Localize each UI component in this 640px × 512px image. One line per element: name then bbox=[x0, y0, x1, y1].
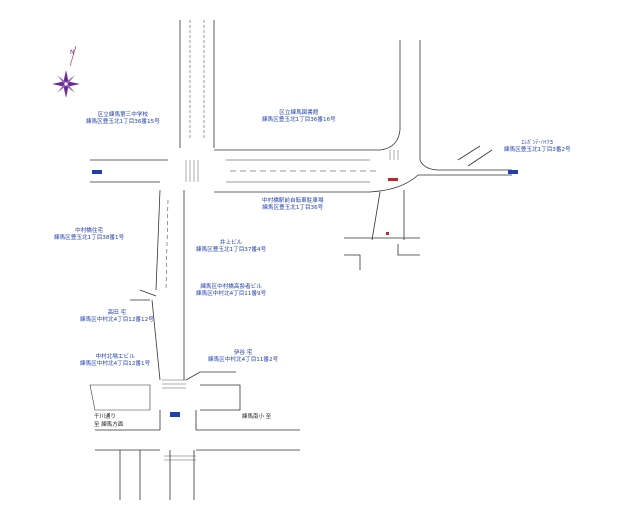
label-library: 区立練馬図書館練馬区豊玉北1丁目36番16号 bbox=[262, 110, 336, 123]
marker-station bbox=[388, 178, 398, 181]
marker-group bbox=[386, 178, 398, 235]
label-itani-house: 伊谷 宅練馬区中村北4丁目11番2号 bbox=[208, 350, 279, 363]
label-elderly-building: 練馬区中村橋高齢者ビル練馬区中村北4丁目11番9号 bbox=[196, 284, 267, 297]
north-label: N bbox=[70, 49, 75, 56]
label-inoue-building: 井上ビル練馬区豊玉北1丁目37番4号 bbox=[196, 240, 267, 253]
label-takada-house: 高田 宅練馬区中村北4丁目12番12号 bbox=[80, 310, 154, 323]
label-nakamura-building: 中村北場エビル練馬区中村北4丁目12番1号 bbox=[80, 354, 151, 367]
north-arrow-icon bbox=[52, 45, 80, 98]
street-name-south: 練馬南小 至 bbox=[242, 414, 272, 420]
label-school: 区立練馬第三中学校練馬区豊玉北1丁目36番15号 bbox=[86, 112, 160, 125]
road-sign-south bbox=[170, 412, 180, 417]
road-sign-east bbox=[508, 170, 518, 174]
marker-point bbox=[386, 232, 389, 235]
road-sign-west bbox=[92, 170, 102, 174]
street-name-nerima: 至 練馬方面 bbox=[94, 422, 124, 428]
label-housing: 中村橋住宅練馬区豊玉北1丁目38番1号 bbox=[54, 228, 125, 241]
label-bicycle-parking: 中村橋駅前自転車駐車場練馬区豊玉北1丁目36号 bbox=[262, 198, 324, 211]
street-name-senkawa: 千川通り bbox=[94, 414, 117, 420]
